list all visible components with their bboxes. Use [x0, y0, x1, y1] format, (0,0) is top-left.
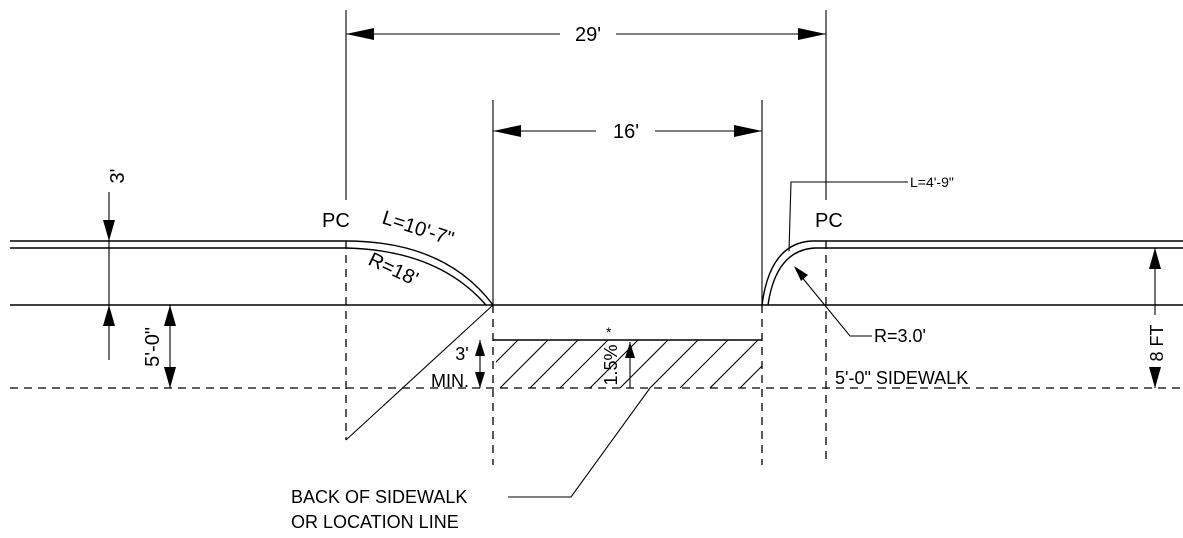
dimension-min-depth-value: 3' [455, 344, 468, 364]
sidewalk-label: 5'-0" SIDEWALK [835, 368, 968, 388]
dimension-offset-top: 3' [103, 169, 129, 360]
dimension-opening-label: 16' [613, 121, 639, 143]
dimension-setback: 5'-0" [142, 305, 176, 388]
right-curve-length-leader [788, 181, 908, 252]
right-curve-radius-leader [794, 266, 872, 337]
pc-right-label: PC [815, 210, 843, 232]
back-of-sidewalk-leader [508, 387, 651, 498]
left-curve-radius-label: R=18' [365, 249, 422, 291]
left-curve-length-label: L=10'-7" [379, 207, 456, 251]
dimension-min-depth: 3' MIN. [431, 340, 485, 391]
dimension-overall: 29' [346, 24, 826, 46]
right-curve-length-label: L=4'-9" [910, 174, 954, 190]
curb-line-right [826, 240, 1183, 249]
right-curb-return [761, 240, 826, 306]
dimension-setback-label: 5'-0" [142, 327, 164, 367]
curb-line-left [10, 240, 346, 249]
pc-left-label: PC [322, 210, 350, 232]
dimension-offset-top-label: 3' [107, 169, 129, 184]
left-curb-return [345, 240, 494, 306]
dimension-side-height-label: 8 FT [1147, 324, 1167, 361]
dimension-min-depth-suffix: MIN. [431, 371, 469, 391]
right-curve-radius-label: R=3.0' [874, 326, 926, 346]
back-of-sidewalk-line1: BACK OF SIDEWALK [291, 487, 467, 507]
slope-label: 1.5% [601, 344, 621, 385]
slope-indicator: 1.5% * [601, 324, 635, 388]
slope-note-marker: * [606, 324, 612, 340]
flare-diagonal [345, 304, 494, 441]
dimension-side-height: 8 FT [1147, 248, 1167, 388]
back-of-sidewalk-line2: OR LOCATION LINE [291, 512, 459, 532]
dimension-overall-label: 29' [575, 24, 601, 46]
dimension-opening: 16' [493, 121, 762, 143]
